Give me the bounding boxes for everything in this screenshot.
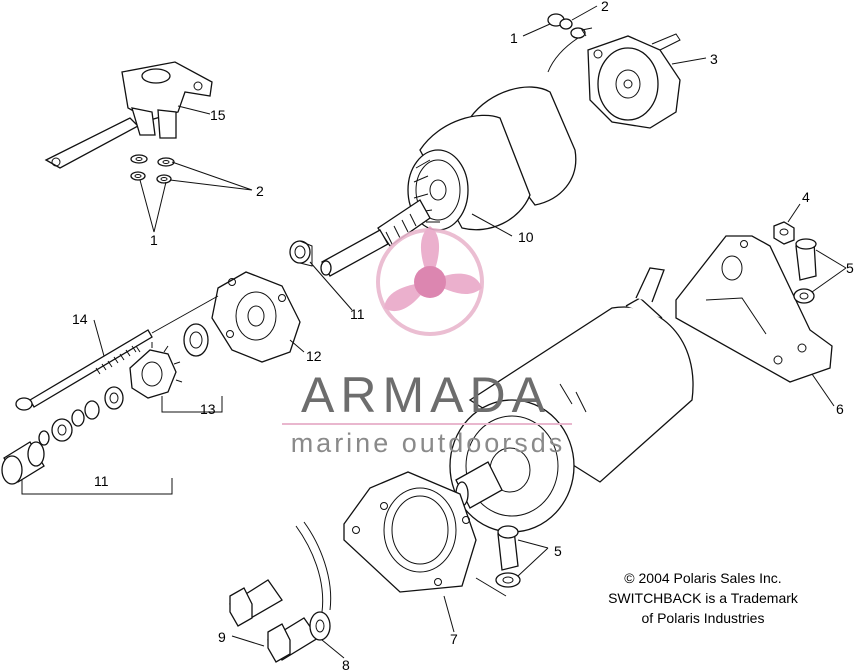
watermark-brand: ARMADA — [301, 367, 551, 423]
callout-10: 10 — [518, 229, 534, 245]
callout-13: 13 — [200, 401, 216, 417]
copyright-line-3: of Polaris Industries — [641, 610, 765, 626]
part-3-end-cap — [587, 33, 681, 129]
ground-wire-inner — [303, 521, 332, 611]
part-14-through-bolt — [15, 295, 219, 411]
part-9-bolts — [229, 579, 319, 663]
part-13-drive-gear — [129, 323, 223, 413]
callout-4: 4 — [802, 189, 810, 205]
ground-wire — [295, 525, 324, 613]
part-8-ring-terminal — [309, 611, 331, 641]
part-5-bolt-washer-lower — [495, 525, 521, 588]
callout-11-low: 11 — [94, 473, 109, 489]
callout-labels: 1 2 3 15 2 1 10 4 5 14 11 12 6 13 11 5 9… — [72, 0, 854, 672]
callout-12: 12 — [306, 348, 322, 364]
callout-1-top: 1 — [510, 30, 518, 46]
callout-8: 8 — [342, 657, 350, 672]
part-11-sleeve — [1, 441, 173, 495]
callout-2-top: 2 — [601, 0, 609, 14]
callout-9: 9 — [218, 629, 226, 645]
part-12-end-plate — [211, 271, 301, 363]
leader-lines — [93, 5, 847, 659]
motor-housing — [449, 267, 694, 533]
callout-5-right: 5 — [846, 260, 854, 276]
part-15-solenoid-bracket — [44, 61, 213, 169]
callout-3: 3 — [710, 51, 718, 67]
callout-5-low: 5 — [554, 543, 562, 559]
part-7-mount-plate — [343, 471, 507, 597]
left-washers — [130, 154, 175, 184]
part-6-bracket — [675, 235, 833, 383]
bushing-11 — [289, 240, 313, 267]
callout-1-left: 1 — [150, 232, 158, 248]
callout-7: 7 — [450, 631, 458, 647]
callout-11-mid: 11 — [350, 306, 365, 322]
copyright-line-1: © 2004 Polaris Sales Inc. — [624, 570, 782, 586]
callout-14: 14 — [72, 311, 88, 327]
copyright-line-2: SWITCHBACK is a Trademark — [608, 590, 798, 606]
part-5-bolt-washer-right — [793, 238, 817, 304]
watermark-subtitle: marine outdoorsds — [291, 428, 566, 458]
callout-6: 6 — [836, 401, 844, 417]
callout-15: 15 — [210, 107, 226, 123]
watermark-logo — [376, 226, 484, 336]
part-4-nut — [773, 221, 795, 245]
copyright-notice: © 2004 Polaris Sales Inc. SWITCHBACK is … — [588, 568, 818, 628]
part-10-armature — [320, 86, 577, 277]
pinion-rings — [38, 386, 124, 446]
top-nut-washer — [547, 13, 593, 39]
callout-2-left: 2 — [256, 183, 264, 199]
top-wire — [547, 37, 579, 73]
